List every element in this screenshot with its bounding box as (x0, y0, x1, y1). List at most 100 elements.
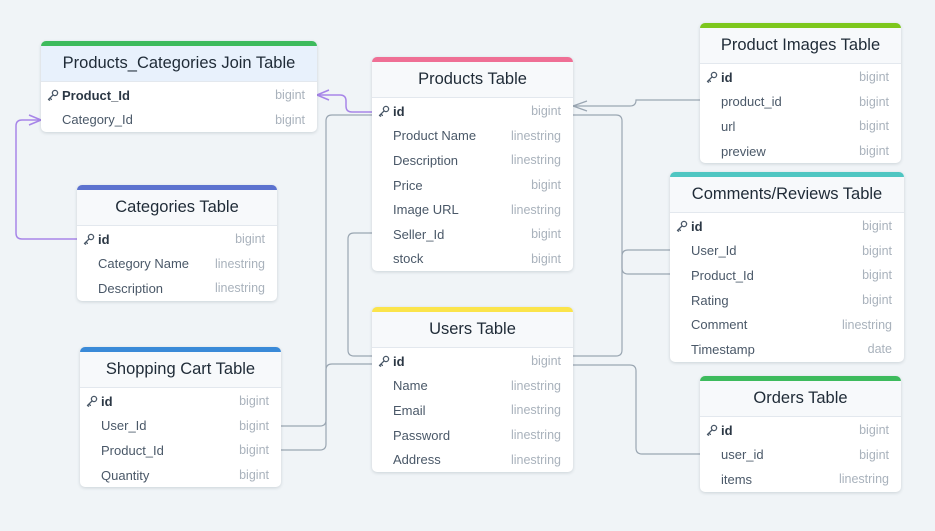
field-type: bigint (859, 144, 889, 159)
field-type: linestring (510, 202, 561, 217)
field-name: product_id (721, 94, 782, 110)
field-type: bigint (859, 70, 889, 85)
field-row[interactable]: Product_Id bigint (80, 438, 281, 463)
relationship-line (573, 364, 700, 455)
field-type: bigint (239, 443, 269, 458)
field-type: bigint (275, 112, 305, 127)
field-name: preview (721, 143, 766, 159)
key-icon (706, 424, 719, 437)
field-type: bigint (239, 394, 269, 409)
field-name: Timestamp (691, 341, 755, 357)
table-header[interactable]: Categories Table (77, 190, 277, 226)
field-row[interactable]: preview bigint (700, 139, 901, 164)
relationship-line (281, 363, 372, 427)
field-name: id (393, 103, 405, 119)
field-type: linestring (510, 153, 561, 168)
field-type: bigint (239, 418, 269, 433)
field-name: url (721, 118, 736, 134)
field-type: bigint (859, 447, 889, 462)
table-header[interactable]: Product Images Table (700, 28, 901, 64)
field-name: id (101, 393, 113, 409)
field-name: Rating (691, 292, 729, 308)
primary-key-row[interactable]: id bigint (372, 99, 573, 124)
table-header[interactable]: Orders Table (700, 381, 901, 417)
field-name: Address (393, 452, 441, 468)
field-type: bigint (859, 423, 889, 438)
relationship-line (573, 99, 700, 107)
field-name: id (691, 218, 703, 234)
relationship-line (573, 249, 670, 357)
field-name: Seller_Id (393, 226, 445, 242)
field-type: linestring (838, 472, 889, 487)
field-type: bigint (275, 88, 305, 103)
relationship-line (281, 114, 372, 451)
field-row[interactable]: Description linestring (372, 148, 573, 173)
field-row[interactable]: Product_Id bigint (670, 263, 904, 288)
field-type: linestring (214, 281, 265, 296)
field-row[interactable]: Quantity bigint (80, 463, 281, 488)
primary-key-row[interactable]: id bigint (80, 389, 281, 414)
field-name: Description (393, 152, 459, 168)
table-header[interactable]: Products Table (372, 62, 573, 98)
field-type: bigint (531, 227, 561, 242)
field-name: Name (393, 378, 428, 394)
field-type: linestring (510, 428, 561, 443)
field-name: stock (393, 251, 424, 267)
field-name: Product_Id (691, 267, 754, 283)
field-row[interactable]: Seller_Id bigint (372, 222, 573, 247)
field-type: bigint (239, 468, 269, 483)
relationship-line (15, 119, 77, 240)
field-name: Product_Id (101, 442, 164, 458)
relationship-line (347, 232, 372, 357)
field-row[interactable]: stock bigint (372, 247, 573, 272)
relationship-line (573, 114, 670, 275)
field-row[interactable]: Category_Id bigint (41, 108, 317, 133)
field-name: Quantity (101, 467, 150, 483)
field-type: bigint (862, 268, 892, 283)
table-header[interactable]: Products_Categories Join Table (41, 46, 317, 82)
key-icon (47, 89, 60, 102)
field-type: bigint (531, 104, 561, 119)
key-icon (86, 395, 99, 408)
field-name: Category_Id (62, 112, 133, 128)
table-header[interactable]: Users Table (372, 312, 573, 348)
field-type: linestring (510, 403, 561, 418)
table-header[interactable]: Comments/Reviews Table (670, 177, 904, 213)
table-header[interactable]: Shopping Cart Table (80, 352, 281, 388)
field-type: bigint (531, 251, 561, 266)
